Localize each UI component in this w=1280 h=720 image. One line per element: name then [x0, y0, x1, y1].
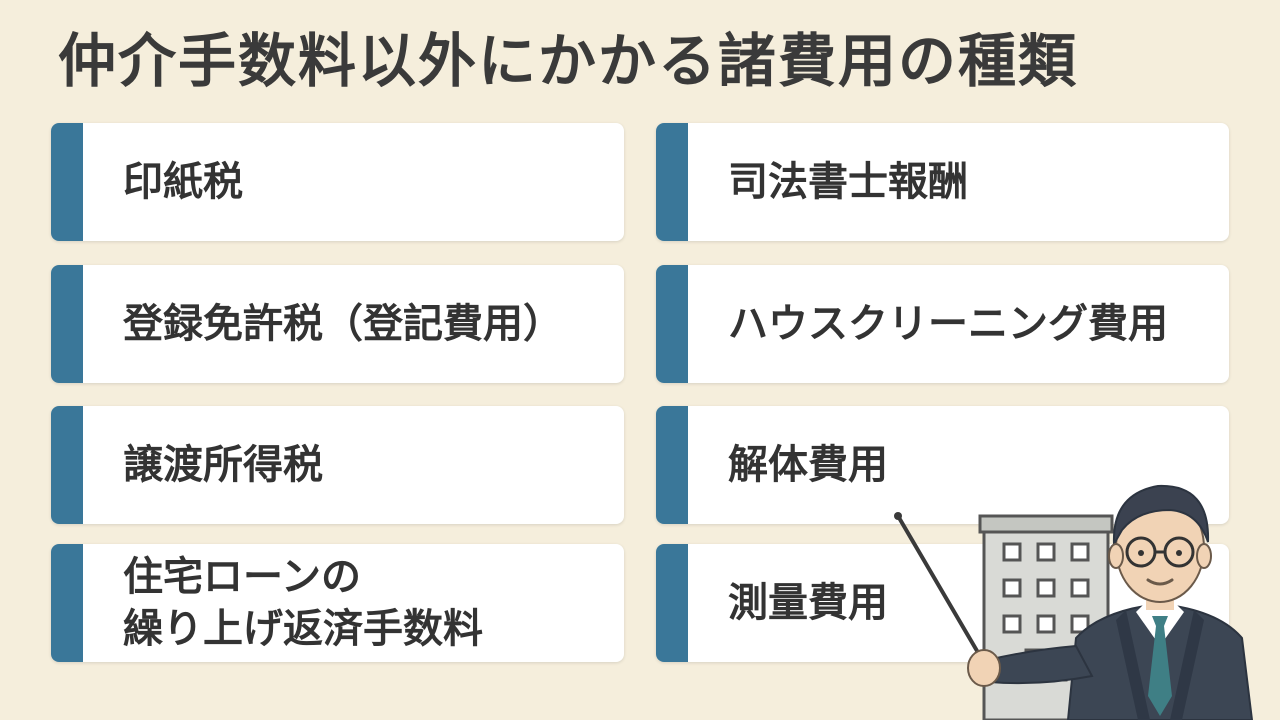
item-label: 測量費用: [728, 580, 888, 626]
accent-bar: [656, 544, 688, 662]
item-label: 登録免許税（登記費用）: [123, 301, 563, 347]
item-label: ハウスクリーニング費用: [728, 301, 1168, 347]
list-item-stamp-tax: 印紙税: [51, 123, 624, 241]
pointer-stick-icon: [894, 512, 982, 658]
page-title: 仲介手数料以外にかかる諸費用の種類: [58, 27, 1079, 95]
list-item-house-cleaning-fee: ハウスクリーニング費用: [656, 265, 1229, 383]
businessman-icon: [967, 484, 1254, 720]
list-item-judicial-scrivener-fee: 司法書士報酬: [656, 123, 1229, 241]
item-label: 住宅ローンの 繰り上げ返済手数料: [123, 554, 483, 652]
item-label: 譲渡所得税: [123, 442, 323, 488]
accent-bar: [656, 123, 688, 241]
item-label: 印紙税: [123, 159, 243, 205]
item-label: 解体費用: [728, 442, 888, 488]
accent-bar: [51, 406, 83, 524]
list-item-demolition-fee: 解体費用: [656, 406, 1229, 524]
list-item-loan-prepayment-fee: 住宅ローンの 繰り上げ返済手数料: [51, 544, 624, 662]
accent-bar: [51, 265, 83, 383]
accent-bar: [656, 406, 688, 524]
accent-bar: [51, 544, 83, 662]
list-item-registration-tax: 登録免許税（登記費用）: [51, 265, 624, 383]
building-icon: [978, 514, 1114, 720]
illustration: [894, 484, 1254, 720]
item-label: 司法書士報酬: [728, 159, 968, 205]
list-item-capital-gains-tax: 譲渡所得税: [51, 406, 624, 524]
accent-bar: [656, 265, 688, 383]
accent-bar: [51, 123, 83, 241]
